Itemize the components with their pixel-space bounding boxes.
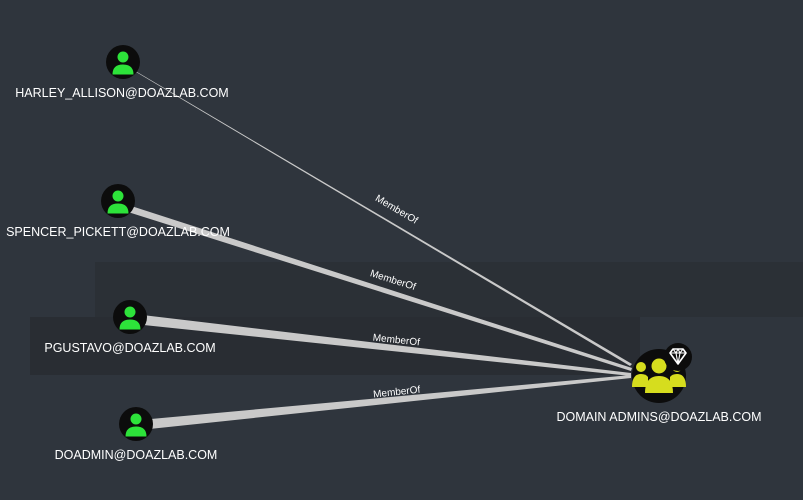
- user-icon: [125, 413, 147, 437]
- node-pgustavo[interactable]: PGUSTAVO@DOAZLAB.COM: [44, 300, 216, 355]
- edge-line: [134, 314, 631, 376]
- user-icon: [107, 190, 129, 214]
- edge-line: [140, 375, 631, 430]
- node-label: DOADMIN@DOAZLAB.COM: [55, 448, 218, 462]
- edge-label: MemberOf: [373, 193, 419, 227]
- edge-pgustavo-to-domain-admins[interactable]: MemberOf: [134, 314, 631, 376]
- node-spencer-pickett[interactable]: SPENCER_PICKETT@DOAZLAB.COM: [6, 184, 230, 239]
- node-domain-admins[interactable]: DOMAIN ADMINS@DOAZLAB.COM: [556, 343, 762, 424]
- node-label: SPENCER_PICKETT@DOAZLAB.COM: [6, 225, 230, 239]
- edge-label: MemberOf: [372, 333, 420, 349]
- node-doadmin[interactable]: DOADMIN@DOAZLAB.COM: [55, 407, 218, 462]
- background-shade: [95, 262, 803, 317]
- edge-line: [126, 66, 632, 366]
- user-icon: [112, 51, 134, 75]
- user-icon: [119, 306, 141, 330]
- edge-doadmin-to-domain-admins[interactable]: MemberOf: [140, 375, 631, 430]
- edges-layer: MemberOf MemberOf MemberOf MemberOf: [125, 66, 632, 430]
- edge-label: MemberOf: [373, 385, 421, 401]
- node-harley-allison[interactable]: HARLEY_ALLISON@DOAZLAB.COM: [15, 45, 229, 100]
- diamond-icon: [664, 343, 692, 371]
- node-label: HARLEY_ALLISON@DOAZLAB.COM: [15, 86, 228, 100]
- node-label: DOMAIN ADMINS@DOAZLAB.COM: [556, 410, 761, 424]
- node-label: PGUSTAVO@DOAZLAB.COM: [44, 341, 215, 355]
- edge-line: [125, 204, 632, 371]
